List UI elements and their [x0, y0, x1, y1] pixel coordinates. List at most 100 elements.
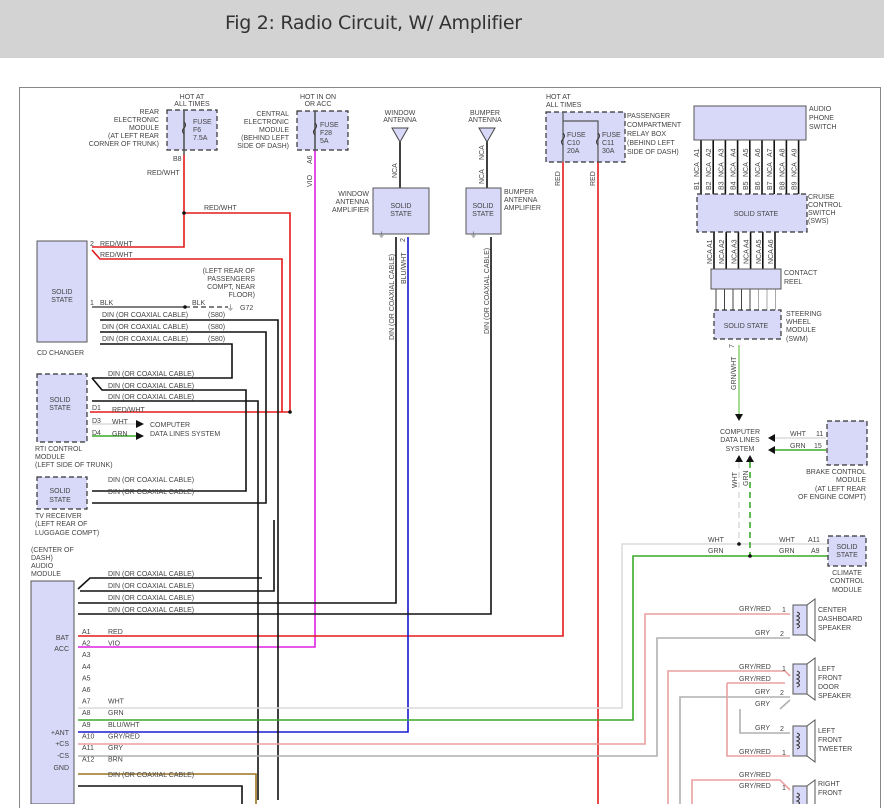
audio-pin-wire-label: GRY — [108, 745, 123, 752]
relay-name-2: RELAY BOX — [627, 131, 666, 138]
pin-1: 1 — [782, 666, 786, 673]
wire-blu-wht — [78, 237, 409, 733]
wire-label-grn: GRN — [112, 431, 128, 438]
swm-name-3: (SWM) — [786, 336, 808, 343]
audio-pin-wire-label: GRN — [108, 710, 124, 717]
sws-pin: A1 — [707, 239, 714, 248]
ccm-name-1: CONTROL — [830, 578, 864, 585]
pin-2: 2 — [780, 631, 784, 638]
audio-pin: A9 — [82, 722, 91, 729]
aps-pin-a: A2 — [706, 148, 713, 157]
relay-name-4: SIDE OF DASH) — [627, 149, 679, 156]
speaker-icon — [792, 719, 816, 763]
pin-d4: D4 — [92, 430, 101, 437]
lft-spk-name-2: TWEETER — [818, 746, 852, 753]
wire-label-red-wht: RED/WHT — [147, 170, 180, 177]
wire-label-grn: GRN — [708, 548, 724, 555]
audio-pin: A5 — [82, 675, 91, 682]
ground-icon: ⏚ — [470, 231, 477, 239]
rem-name-2: MODULE — [129, 125, 159, 132]
fuse-c11-label: FUSE — [602, 132, 621, 139]
audio-pin: A6 — [82, 687, 91, 694]
wire-label-gry: GRY — [755, 630, 770, 637]
center-spk-name-0: CENTER — [818, 607, 847, 614]
wire-red-wht — [90, 155, 291, 413]
wire-label-gry-red: GRY/RED — [739, 772, 771, 779]
wire-label-din: DIN (OR COAXIAL CABLE) — [389, 254, 396, 340]
wire-label-nca-bottom: NCA — [479, 169, 486, 184]
fuse-c11-id: C11 — [602, 140, 614, 147]
rear-hot-label: HOT AT — [180, 94, 205, 101]
rear-hot-label-2: ALL TIMES — [174, 101, 210, 108]
bumper-amp-name-2: AMPLIFIER — [504, 205, 541, 212]
bumper-amp-name-0: BUMPER — [504, 189, 534, 196]
rem-name-4: CORNER OF TRUNK) — [89, 141, 159, 148]
pin-d1: D1 — [92, 405, 101, 412]
wire-label-din: DIN (OR COAXIAL CABLE) — [108, 595, 194, 602]
audio-side-label: ACC — [54, 646, 69, 653]
aps-pin-a: A8 — [779, 148, 786, 157]
reel-name-1: REEL — [784, 279, 802, 286]
swm-name-1: WHEEL — [786, 319, 811, 326]
aps-pin-b: B2 — [706, 181, 713, 190]
wire-label-grn: GRN — [743, 470, 750, 486]
wire-label-wht: WHT — [732, 471, 739, 488]
central-fuse-box: FUSE F28 5A HOT IN ON OR ACC CENTRAL ELE… — [237, 94, 349, 187]
center-spk-name-2: SPEAKER — [818, 625, 851, 632]
bcm-name-1: MODULE — [836, 477, 866, 484]
window-amp-body: SOLID — [390, 203, 411, 210]
ground-g72: G72 — [240, 305, 253, 312]
bumper-antenna-label-2: ANTENNA — [468, 117, 502, 124]
relay-box: FUSE C10 20A FUSE C11 30A HOT AT ALL TIM… — [545, 94, 682, 186]
data-lines-label-0: COMPUTER — [150, 422, 190, 429]
audio-pin: A7 — [82, 699, 91, 706]
fuse-c11-rating: 30A — [602, 148, 615, 155]
sws-name-3: (SWS) — [808, 218, 829, 225]
brake-control-module: WHT 11 GRN 15 BRAKE CONTROL MODULE (AT L… — [790, 420, 868, 501]
aps-pin-a: A4 — [731, 148, 738, 157]
audio-name-1: DASH) — [31, 555, 53, 562]
tv-name-0: TV RECEIVER — [35, 513, 82, 520]
wire-label-blk: BLK — [100, 300, 114, 307]
pin-a11: A11 — [808, 537, 820, 544]
contact-reel-wires — [715, 289, 776, 310]
wire-label-nca: NCA — [392, 163, 399, 178]
sws-pin: A2 — [719, 239, 726, 248]
aps-wire-label: NCA — [743, 162, 750, 177]
rf-spk-name-1: FRONT — [818, 790, 843, 797]
speaker-wires — [78, 613, 791, 804]
rti-name-0: RTI CONTROL — [35, 446, 82, 453]
splice-dot — [182, 211, 186, 215]
relay-hot-label: HOT AT — [546, 94, 571, 101]
ccm-body: SOLID — [836, 544, 857, 551]
audio-name-3: MODULE — [31, 571, 61, 578]
lfd-spk-name-1: FRONT — [818, 675, 843, 682]
lfd-spk-name-0: LEFT — [818, 666, 836, 673]
rf-spk-name-0: RIGHT — [818, 781, 841, 788]
tv-name-1: (LEFT REAR OF — [35, 521, 87, 528]
tv-body: SOLID — [49, 488, 70, 495]
ground-location-3: FLOOR) — [229, 292, 255, 299]
wire-label-din: DIN (OR COAXIAL CABLE) — [484, 248, 491, 334]
aps-pin-b: B3 — [718, 181, 725, 190]
aps-pin-b: B5 — [743, 181, 750, 190]
wire-label-wht: WHT — [779, 537, 796, 544]
lft-spk-name-0: LEFT — [818, 728, 836, 735]
wire-din-window — [78, 237, 397, 604]
ground-location-1: PASSENGERS — [207, 276, 255, 283]
pin-11: 11 — [816, 431, 823, 438]
wire-label-vio: VIO — [307, 174, 314, 187]
cd-body: SOLID — [51, 289, 72, 296]
sws-pin: A4 — [744, 239, 751, 248]
fuse-f28-rating: 5A — [320, 138, 329, 145]
aps-pin-a: A1 — [694, 148, 701, 157]
audio-pin-wire-label: WHT — [108, 699, 125, 706]
window-antenna-label: WINDOW — [385, 110, 416, 117]
pin-15: 15 — [814, 443, 822, 450]
ground-icon: ⏚ — [227, 304, 234, 312]
cruise-control-switch: SOLID STATE CRUISE CONTROL SWITCH (SWS) … — [696, 193, 842, 264]
window-antenna-label-2: ANTENNA — [383, 117, 417, 124]
audio-pin: A11 — [82, 745, 94, 752]
